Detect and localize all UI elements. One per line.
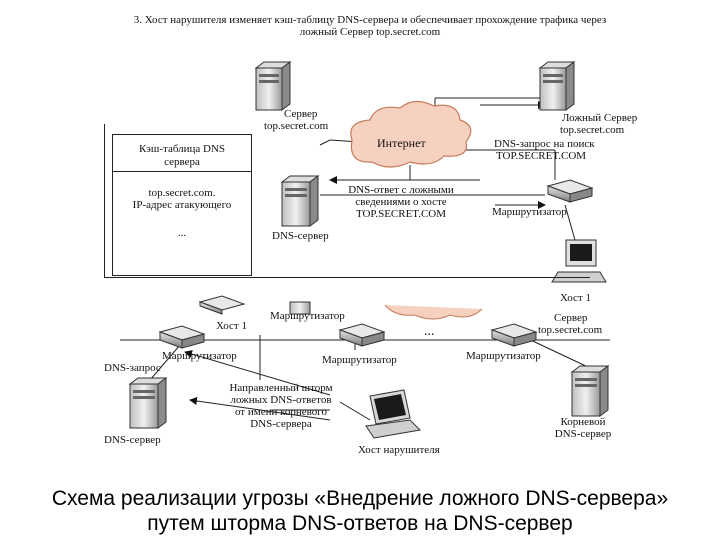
storm-line2: ложных DNS-ответов xyxy=(230,394,332,406)
router-lower-left-label: Маршрутизатор xyxy=(162,350,237,362)
server-top-secret-icon xyxy=(254,61,292,111)
dns-server-lower-icon xyxy=(128,377,168,429)
upper-bottom-border xyxy=(104,277,590,278)
router-upper-icon xyxy=(546,179,594,203)
server-label-line1: Сервер xyxy=(284,108,318,120)
root-dns-line2: DNS-сервер xyxy=(554,428,612,440)
dns-response-line2: сведениями о хосте xyxy=(355,196,447,208)
fake-server-label-line2: top.secret.com xyxy=(560,124,625,136)
host1-upper-label: Хост 1 xyxy=(560,292,591,304)
dns-server-upper-icon xyxy=(280,175,320,227)
cache-table-header: Кэш-таблица DNS сервера xyxy=(113,135,251,172)
caption-line1: Схема реализации угрозы «Внедрение ложно… xyxy=(51,487,669,510)
server-lower-partial-icon xyxy=(289,301,311,315)
cache-entry-ip: IP-адрес атакующего xyxy=(132,199,232,211)
cache-entry-domain: top.secret.com. xyxy=(148,187,216,199)
attacker-label: Хост нарушителя xyxy=(358,444,440,456)
upper-arrows xyxy=(329,101,546,209)
internet-cloud xyxy=(350,100,472,168)
router-lower-right-icon xyxy=(490,323,538,347)
dns-response-line1: DNS-ответ с ложными xyxy=(348,184,454,196)
fake-server-label-line1: Ложный Сервер xyxy=(562,112,638,124)
upper-title-line1: 3. Хост нарушителя изменяет кэш-таблицу … xyxy=(133,14,607,26)
cache-table-title1: Кэш-таблица DNS xyxy=(138,143,226,155)
fake-server-icon xyxy=(538,61,576,111)
upper-left-border xyxy=(104,124,105,278)
router-lower-mid-icon xyxy=(338,323,386,347)
router-lower-top-partial-icon xyxy=(198,295,246,315)
caption-line2: путем шторма DNS-ответов на DNS-сервер xyxy=(147,512,573,535)
storm-text: Направленный шторм ложных DNS-ответов от… xyxy=(216,382,346,430)
server-label-line2: top.secret.com xyxy=(264,120,329,132)
upper-title: 3. Хост нарушителя изменяет кэш-таблицу … xyxy=(120,14,620,38)
root-dns-line1: Корневой xyxy=(560,416,606,428)
lower-ellipsis: ... xyxy=(424,324,435,339)
server-lower-label1: Сервер xyxy=(554,312,588,324)
cache-table: Кэш-таблица DNS сервера top.secret.com. … xyxy=(112,134,252,276)
router-lower-mid-label: Маршрутизатор xyxy=(322,354,397,366)
router-lower-left-icon xyxy=(158,325,206,349)
router-upper-label: Маршрутизатор xyxy=(492,206,567,218)
caption: Схема реализации угрозы «Внедрение ложно… xyxy=(0,486,720,536)
cache-entry-dots: ... xyxy=(177,227,187,239)
host1-lower-label: Хост 1 xyxy=(216,320,247,332)
lower-arrows xyxy=(184,350,331,421)
cache-table-title2: сервера xyxy=(164,156,200,168)
dns-server-lower-label: DNS-сервер xyxy=(104,434,161,446)
root-dns-label: Корневой DNS-сервер xyxy=(548,416,618,440)
internet-label: Интернет xyxy=(377,136,426,150)
router-lower-right-label: Маршрутизатор xyxy=(466,350,541,362)
storm-line1: Направленный шторм xyxy=(229,382,333,394)
router-top-lower-label: Маршрутизатор xyxy=(270,310,345,322)
lower-network-lines xyxy=(120,334,610,421)
dns-response-line3: TOP.SECRET.COM xyxy=(355,208,447,220)
dns-request-lower-label: DNS-запрос xyxy=(104,362,161,374)
dns-response-text: DNS-ответ с ложными сведениями о хосте T… xyxy=(336,184,466,220)
root-dns-server-icon xyxy=(570,365,610,417)
lower-cloud xyxy=(384,304,483,320)
storm-line3: от имени корневого xyxy=(234,406,328,418)
dns-request-line1: DNS-запрос на поиск xyxy=(494,138,595,150)
attacker-laptop-icon xyxy=(365,389,422,439)
dns-server-upper-label: DNS-сервер xyxy=(272,230,329,242)
dns-request-line2: TOP.SECRET.COM xyxy=(496,150,587,162)
storm-line4: DNS-сервера xyxy=(250,418,312,430)
server-lower-label2: top.secret.com xyxy=(538,324,603,336)
host1-upper-icon xyxy=(551,239,607,283)
upper-title-line2: ложный Сервер top.secret.com xyxy=(299,26,441,38)
